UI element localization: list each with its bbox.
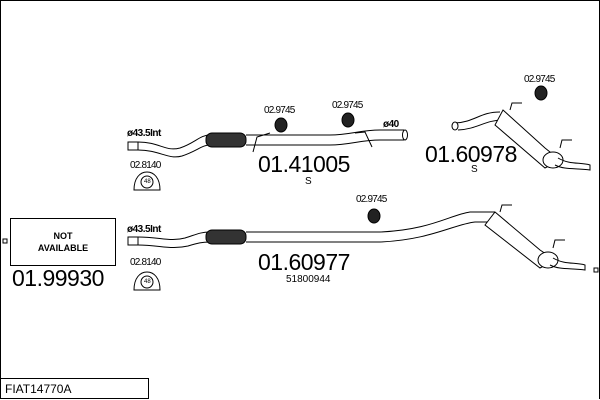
silencer-01-60978 (451, 102, 591, 171)
reference-label: FIAT14770A (0, 378, 149, 399)
pipe-01-60977 (127, 204, 586, 271)
clamp-part-number[interactable]: 02.8140 (130, 257, 161, 268)
inlet-diameter: ø43.5Int (127, 224, 161, 235)
connector-left (2, 238, 8, 244)
pipe-01-41005 (127, 129, 408, 158)
oem-number: 51800944 (286, 274, 331, 285)
hanger-part-number[interactable]: 02.9745 (524, 74, 555, 85)
connector-right (593, 267, 599, 273)
part-suffix: S (471, 164, 478, 175)
not-available-box: NOT AVAILABLE (10, 218, 116, 266)
clamp-size-label: 48 (144, 179, 151, 185)
hanger-part-number[interactable]: 02.9745 (264, 105, 295, 116)
part-number[interactable]: 01.41005 (258, 151, 350, 177)
part-number[interactable]: 01.60978 (425, 141, 517, 167)
inlet-diameter: ø43.5Int (127, 128, 161, 139)
part-number[interactable]: 01.99930 (12, 265, 104, 291)
hanger-part-number[interactable]: 02.9745 (356, 194, 387, 205)
outlet-diameter: ø40 (383, 119, 399, 130)
clamp-icons (133, 171, 161, 291)
not-available-line2: AVAILABLE (37, 243, 89, 253)
part-suffix: S (305, 176, 312, 187)
hanger-icons (274, 85, 548, 224)
clamp-size-label: 48 (144, 279, 151, 285)
not-available-line1: NOT (53, 231, 73, 241)
part-number[interactable]: 01.60977 (258, 249, 350, 275)
clamp-part-number[interactable]: 02.8140 (130, 160, 161, 171)
hanger-part-number[interactable]: 02.9745 (332, 100, 363, 111)
